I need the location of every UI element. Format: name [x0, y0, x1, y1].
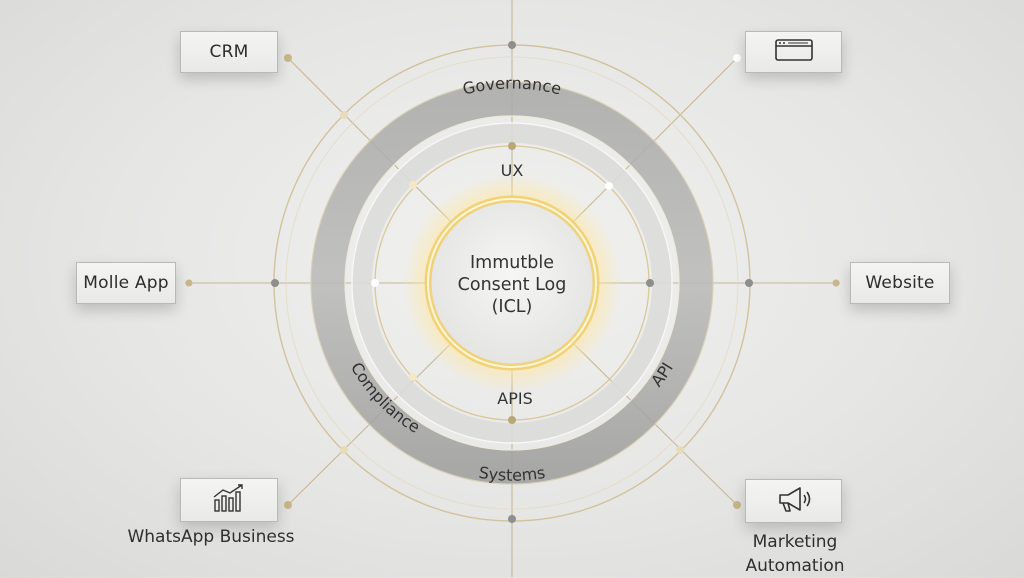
whatsapp-caption: WhatsApp Business — [127, 527, 295, 547]
website-node-label: Website — [865, 273, 935, 293]
marketing-caption-line-2: Automation — [745, 556, 845, 576]
band-inner-edge — [344, 115, 680, 451]
governance-band — [311, 82, 713, 484]
junction-dots — [185, 41, 840, 523]
crm-node-label: CRM — [209, 42, 249, 62]
inner-light-band — [352, 123, 672, 443]
browser-window-icon — [774, 38, 813, 66]
bar-chart-icon — [211, 483, 247, 518]
mobile-app-node[interactable]: Molle App — [76, 262, 176, 304]
website-top-node[interactable] — [745, 31, 842, 73]
marketing-caption: Marketing Automation — [730, 530, 860, 578]
systems-label: Systems — [478, 463, 547, 485]
marketing-caption-line-1: Marketing — [752, 532, 838, 552]
core-label-line-3: (ICL) — [491, 297, 533, 317]
marketing-node[interactable] — [745, 479, 842, 523]
core-ring-highlight — [427, 198, 597, 368]
megaphone-icon — [774, 484, 814, 519]
core-label: Immutble Consent Log (ICL) — [437, 252, 587, 318]
ux-label: UX — [501, 161, 524, 180]
apis-label: APIS — [497, 389, 532, 408]
crm-node[interactable]: CRM — [180, 31, 278, 73]
website-node[interactable]: Website — [850, 262, 950, 304]
band-outer-edge — [310, 81, 714, 485]
mobile-app-node-label: Molle App — [83, 273, 169, 293]
core-label-line-2: Consent Log — [457, 275, 567, 295]
core-label-line-1: Immutble — [470, 253, 554, 273]
core-disc — [430, 201, 594, 365]
whatsapp-node[interactable] — [180, 478, 278, 522]
inner-white-ring — [351, 122, 673, 444]
outer-faint-ring — [285, 56, 739, 510]
